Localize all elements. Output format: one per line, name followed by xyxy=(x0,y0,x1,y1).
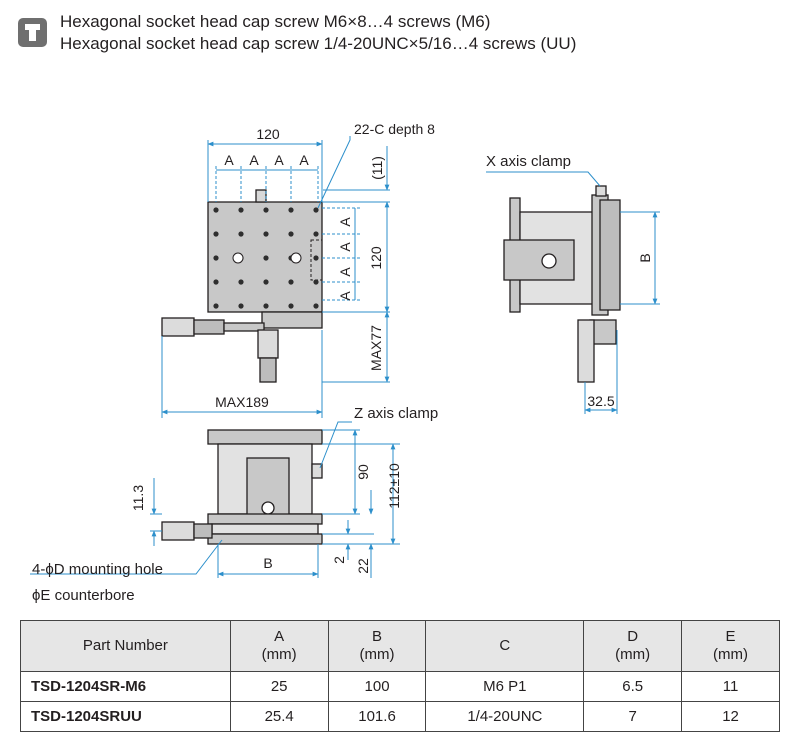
center-bore xyxy=(290,252,302,264)
mounting-hole xyxy=(288,231,294,237)
front-top-plate xyxy=(207,429,323,445)
mounting-hole xyxy=(313,303,319,309)
mounting-hole xyxy=(238,207,244,213)
center-bore xyxy=(232,252,244,264)
header-c: C xyxy=(425,620,585,672)
header-b: B(mm) xyxy=(327,620,427,672)
front-view-dimensions xyxy=(30,421,400,578)
d-cell: 6.5 xyxy=(583,671,683,702)
mounting-hole xyxy=(213,303,219,309)
mounting-hole xyxy=(238,231,244,237)
z-axis-clamp-label: Z axis clamp xyxy=(354,405,438,422)
c-cell: M6 P1 xyxy=(425,671,585,702)
mounting-hole xyxy=(263,231,269,237)
counterbore-label: ϕE counterbore xyxy=(32,587,135,604)
part-number-cell: TSD-1204SR-M6 xyxy=(20,671,231,702)
screw-note-uu: Hexagonal socket head cap screw 1/4-20UN… xyxy=(60,34,577,53)
top-view-holes xyxy=(213,207,319,309)
dim-b-front: B xyxy=(263,555,272,571)
dim-22: 22 xyxy=(355,558,371,574)
mounting-hole xyxy=(213,279,219,285)
hole-callout: 22-C depth 8 xyxy=(354,121,435,137)
header-e: E(mm) xyxy=(681,620,780,672)
mounting-hole xyxy=(263,255,269,261)
dim-112: 112±10 xyxy=(386,463,402,509)
dim-a-6: A xyxy=(337,242,353,252)
part-number-cell: TSD-1204SRUU xyxy=(20,701,231,732)
x-micrometer xyxy=(161,317,195,337)
side-view-dimensions xyxy=(486,171,660,414)
y-micrometer xyxy=(257,329,279,359)
dim-32-5: 32.5 xyxy=(587,393,614,409)
dim-a-5: A xyxy=(337,217,353,227)
dim-11-3: 11.3 xyxy=(130,485,146,511)
mounting-hole xyxy=(213,255,219,261)
dim-a-4: A xyxy=(299,152,309,168)
e-cell: 11 xyxy=(681,671,780,702)
spec-table-header: Part Number A(mm) B(mm) C D(mm) E(mm) xyxy=(20,620,780,672)
e-cell: 12 xyxy=(681,701,780,732)
mounting-hole xyxy=(288,303,294,309)
mounting-hole xyxy=(213,231,219,237)
dim-a-7: A xyxy=(337,267,353,277)
a-cell: 25.4 xyxy=(229,701,329,732)
mounting-hole xyxy=(213,207,219,213)
mounting-hole xyxy=(263,279,269,285)
mounting-hole xyxy=(313,279,319,285)
table-row: TSD-1204SR-M6 25 100 M6 P1 6.5 11 xyxy=(20,671,780,702)
side-micrometer xyxy=(577,319,595,383)
dim-2: 2 xyxy=(331,556,347,564)
dim-120-height: 120 xyxy=(368,246,384,270)
spec-table: Part Number A(mm) B(mm) C D(mm) E(mm) TS… xyxy=(20,620,780,732)
mounting-hole xyxy=(238,279,244,285)
dim-a-2: A xyxy=(249,152,259,168)
header-a: A(mm) xyxy=(229,620,329,672)
x-axis-clamp-knob xyxy=(595,185,607,197)
dim-b-side: B xyxy=(637,253,653,262)
header-part-number: Part Number xyxy=(20,620,231,672)
top-view-dimensions xyxy=(161,136,390,418)
b-cell: 100 xyxy=(327,671,427,702)
b-cell: 101.6 xyxy=(327,701,427,732)
side-view xyxy=(503,185,621,383)
mounting-hole xyxy=(263,303,269,309)
screw-note-m6: Hexagonal socket head cap screw M6×8…4 s… xyxy=(60,12,491,31)
front-base xyxy=(207,533,323,545)
dim-120-width: 120 xyxy=(256,126,280,142)
front-micrometer xyxy=(161,521,195,541)
dim-90: 90 xyxy=(355,464,371,480)
dim-max77: MAX77 xyxy=(368,325,384,371)
table-row: TSD-1204SRUU 25.4 101.6 1/4-20UNC 7 12 xyxy=(20,701,780,732)
mounting-hole xyxy=(238,303,244,309)
mounting-hole xyxy=(313,255,319,261)
x-axis-clamp-label: X axis clamp xyxy=(486,153,571,170)
header-d: D(mm) xyxy=(583,620,683,672)
dim-a-8: A xyxy=(337,291,353,301)
stage-dimension-drawing: 120 A A A A 22-C depth 8 (11) A A A A 12… xyxy=(30,121,660,604)
dim-a-1: A xyxy=(224,152,234,168)
z-axis-clamp-knob xyxy=(311,463,323,479)
mounting-hole xyxy=(263,207,269,213)
mounting-hole xyxy=(313,231,319,237)
mounting-hole-label: 4-ϕD mounting hole xyxy=(32,561,163,578)
dim-a-3: A xyxy=(274,152,284,168)
stage-base xyxy=(261,311,323,329)
c-cell: 1/4-20UNC xyxy=(425,701,585,732)
top-view xyxy=(161,189,323,383)
a-cell: 25 xyxy=(229,671,329,702)
mounting-hole xyxy=(288,207,294,213)
screw-icon xyxy=(18,18,47,47)
mounting-hole xyxy=(288,279,294,285)
d-cell: 7 xyxy=(583,701,683,732)
dim-11: (11) xyxy=(369,156,385,180)
mounting-hole xyxy=(313,207,319,213)
dim-max189: MAX189 xyxy=(215,394,269,410)
front-view xyxy=(161,429,323,545)
